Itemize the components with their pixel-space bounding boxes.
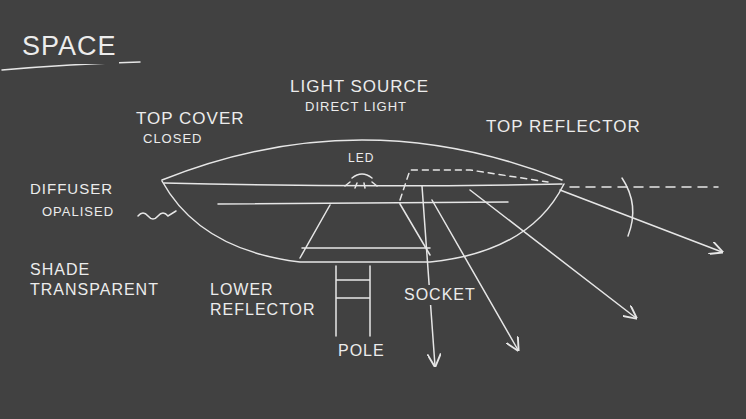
led-symbol xyxy=(345,174,377,188)
light-ray xyxy=(560,190,722,252)
part-label: TOP REFLECTOR xyxy=(484,116,643,137)
diffuser-leader xyxy=(138,211,176,219)
diffuser-line xyxy=(164,183,562,186)
part-label: DIFFUSER xyxy=(28,180,115,199)
part-label: SHADE TRANSPARENT xyxy=(28,260,182,300)
part-label: CLOSED xyxy=(141,131,204,147)
light-ray xyxy=(422,186,435,366)
lower-reflector xyxy=(218,202,508,258)
socket xyxy=(336,266,370,336)
part-label: LOWER REFLECTOR xyxy=(208,280,322,320)
shade xyxy=(162,181,564,262)
part-label: LIGHT SOURCE xyxy=(288,76,431,97)
light-arc xyxy=(622,178,633,236)
light-ray xyxy=(432,200,518,350)
part-label: LED xyxy=(346,151,376,166)
part-label: TOP COVER xyxy=(134,108,247,129)
part-label: SOCKET xyxy=(402,285,478,305)
part-label: POLE xyxy=(336,341,387,361)
cut-line xyxy=(570,186,718,188)
part-label: DIRECT LIGHT xyxy=(303,99,409,115)
part-label: OPALISED xyxy=(40,204,116,220)
diagram-title: SPACE xyxy=(20,30,119,64)
